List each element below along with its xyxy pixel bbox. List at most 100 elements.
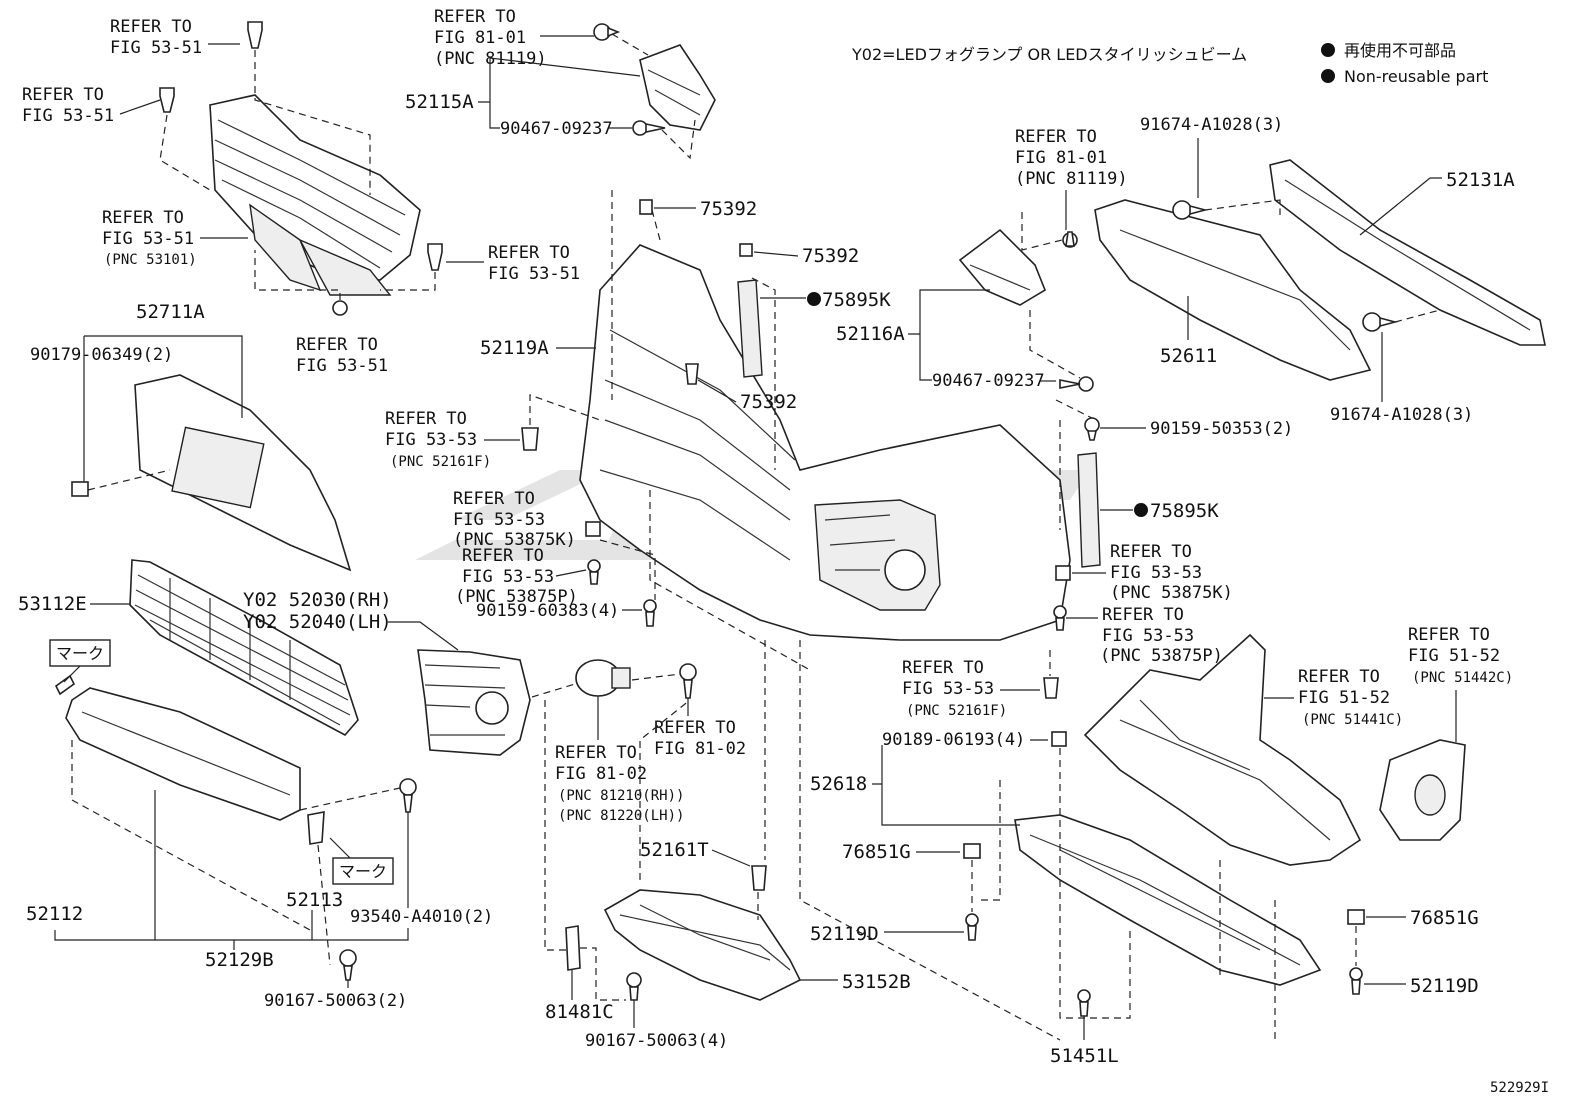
part-75392-b[interactable]: 75392	[802, 245, 859, 267]
part-93540-a4010[interactable]: 93540-A4010(2)	[350, 907, 493, 927]
bolt-icon	[1059, 376, 1094, 392]
under-cover-52618-part	[1014, 814, 1322, 986]
non-reusable-bullet-icon	[807, 292, 821, 306]
part-52711a[interactable]: 52711A	[136, 301, 205, 323]
reinforcement-52131a-part	[1269, 159, 1546, 346]
part-76851g-b[interactable]: 76851G	[1410, 907, 1479, 929]
bracket-52115a-part	[639, 44, 716, 131]
mark-box-2	[332, 857, 394, 885]
part-52113[interactable]: 52113	[286, 889, 343, 911]
part-52119d-a[interactable]: 52119D	[810, 923, 879, 945]
part-52129b[interactable]: 52129B	[205, 949, 274, 971]
non-reusable-bullet-icon	[1321, 43, 1335, 57]
screw-icon	[339, 949, 357, 981]
reflector-strip-75895k-b	[1077, 452, 1101, 568]
bracket-52116a-part	[958, 228, 1046, 306]
part-91674-a1028-a[interactable]: 91674-A1028(3)	[1140, 115, 1283, 135]
part-90167-50063-a[interactable]: 90167-50063(2)	[264, 991, 407, 1011]
mark-tag	[54, 674, 76, 696]
non-reusable-bullet-icon	[1134, 503, 1148, 517]
fog-cover-52030-part	[417, 649, 531, 756]
mark-box-1	[49, 639, 111, 667]
part-51451l[interactable]: 51451L	[1050, 1045, 1119, 1067]
screw-icon	[587, 559, 601, 585]
bolt-icon	[1172, 200, 1209, 220]
part-90159-50353[interactable]: 90159-50353(2)	[1150, 419, 1293, 439]
part-75392-c[interactable]: 75392	[740, 391, 797, 413]
bumper-cover-52119a-part	[579, 244, 1071, 641]
absorber-52611-part	[1094, 199, 1372, 381]
part-52618[interactable]: 52618	[810, 773, 867, 795]
bolt-icon	[632, 120, 666, 136]
clip-icon	[521, 427, 539, 451]
part-53152b[interactable]: 53152B	[842, 971, 911, 993]
part-52116a[interactable]: 52116A	[836, 323, 905, 345]
clip-icon	[585, 521, 601, 537]
part-52115a[interactable]: 52115A	[405, 91, 474, 113]
part-53112e[interactable]: 53112E	[18, 593, 87, 615]
part-90179-06349[interactable]: 90179-06349(2)	[30, 345, 173, 365]
clip-icon	[427, 243, 443, 271]
part-91674-a1028-b[interactable]: 91674-A1028(3)	[1330, 405, 1473, 425]
part-75895k-b[interactable]: 75895K	[1150, 500, 1219, 522]
part-52112[interactable]: 52112	[26, 903, 83, 925]
part-52611[interactable]: 52611	[1160, 345, 1217, 367]
part-52131a[interactable]: 52131A	[1446, 169, 1515, 191]
clip-icon	[639, 199, 653, 215]
part-81481c[interactable]: 81481C	[545, 1001, 614, 1023]
part-52040-lh[interactable]: Y02 52040(LH)	[243, 611, 392, 633]
part-52119a[interactable]: 52119A	[480, 337, 549, 359]
part-90159-60383[interactable]: 90159-60383(4)	[476, 601, 619, 621]
part-90467-09237-b[interactable]: 90467-09237	[932, 371, 1045, 391]
part-75895k-a[interactable]: 75895K	[822, 289, 891, 311]
clip-icon	[963, 843, 981, 859]
under-cover-51441c-part	[1083, 633, 1362, 866]
screw-icon	[1053, 605, 1067, 631]
bolt-icon	[1084, 417, 1100, 441]
part-90167-50063-b[interactable]: 90167-50063(4)	[585, 1031, 728, 1051]
bolt-icon	[679, 663, 697, 699]
upper-grille-part	[209, 94, 421, 296]
clip-icon	[1055, 565, 1071, 581]
part-75392-a[interactable]: 75392	[700, 198, 757, 220]
part-52161t[interactable]: 52161T	[640, 839, 709, 861]
part-52119d-b[interactable]: 52119D	[1410, 975, 1479, 997]
clip-icon	[751, 865, 767, 891]
clip-icon	[159, 87, 175, 113]
diagram-id: 522929I	[1490, 1080, 1549, 1096]
non-reusable-bullet-icon	[1321, 69, 1335, 83]
part-90467-09237-a[interactable]: 90467-09237	[500, 119, 613, 139]
part-52030-rh[interactable]: Y02 52030(RH)	[243, 589, 392, 611]
bolt-icon	[1362, 312, 1399, 332]
license-bracket-52711a-part	[134, 374, 352, 572]
variant-note: Y02=LEDフォグランプ OR LEDスタイリッシュビーム	[851, 45, 1247, 64]
bolt-icon	[1062, 231, 1078, 248]
clip-icon	[1347, 909, 1365, 925]
part-76851g-a[interactable]: 76851G	[842, 841, 911, 863]
molding-52112-part	[65, 687, 301, 821]
screw-icon	[626, 972, 642, 1001]
bolt-icon	[593, 23, 621, 41]
under-cover-51442c-part	[1379, 739, 1466, 841]
screw-icon	[399, 778, 417, 813]
part-90189-06193[interactable]: 90189-06193(4)	[882, 730, 1025, 750]
molding-52113-part	[307, 811, 325, 845]
